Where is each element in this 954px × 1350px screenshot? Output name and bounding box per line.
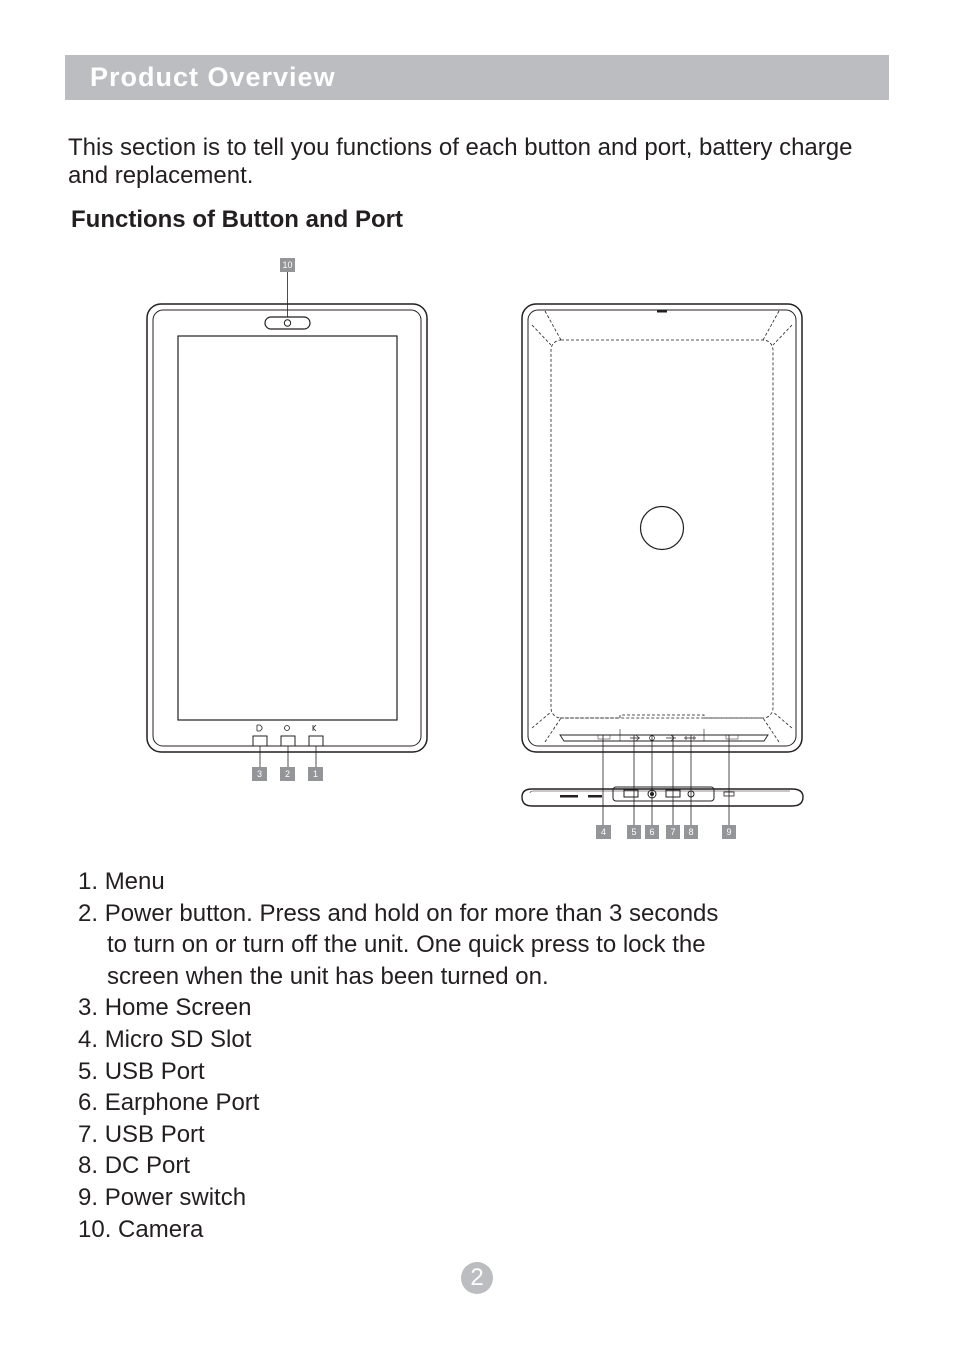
intro-paragraph: This section is to tell you functions of…	[68, 134, 853, 189]
list-item-continuation: to turn on or turn off the unit. One qui…	[107, 931, 706, 959]
tablet-back-view	[521, 303, 804, 825]
tablet-diagram: 10 3 2 1	[146, 258, 804, 839]
back-callout-5: 5	[627, 825, 641, 839]
svg-text:2: 2	[285, 769, 290, 779]
back-callout-7: 7	[666, 825, 680, 839]
list-item: 1. Menu	[78, 868, 165, 895]
list-item: 2. Power button. Press and hold on for m…	[78, 898, 718, 993]
svg-text:4: 4	[601, 827, 606, 837]
svg-text:10: 10	[282, 260, 292, 270]
front-callout-3: 3	[252, 767, 267, 781]
page-number-badge: 2	[461, 1262, 493, 1294]
front-callout-1: 1	[308, 767, 323, 781]
list-item: 9. Power switch	[78, 1183, 247, 1211]
list-item: 5. USB Port	[78, 1057, 205, 1085]
list-item: 4. Micro SD Slot	[78, 1025, 252, 1053]
list-item: 10. Camera	[78, 1215, 204, 1243]
front-callout-10: 10	[280, 258, 295, 272]
back-callout-4: 4	[596, 825, 611, 839]
svg-text:7: 7	[670, 827, 675, 837]
back-callout-8: 8	[684, 825, 698, 839]
svg-text:8: 8	[688, 827, 693, 837]
back-callout-9: 9	[722, 825, 736, 839]
svg-text:9: 9	[726, 827, 731, 837]
list-item: 7. USB Port	[78, 1120, 205, 1148]
page-title: Product Overview	[90, 62, 336, 92]
section-heading: Functions of Button and Port	[71, 206, 403, 233]
list-item: 3. Home Screen	[78, 994, 252, 1022]
feature-list: 1. Menu 2. Power button. Press and hold …	[78, 866, 718, 1245]
list-item-continuation: screen when the unit has been turned on.	[107, 962, 549, 990]
list-item: 6. Earphone Port	[78, 1089, 260, 1117]
svg-text:6: 6	[649, 827, 654, 837]
tablet-front-view	[146, 272, 428, 767]
list-item: 8. DC Port	[78, 1152, 191, 1180]
section-header-bar: Product Overview	[65, 55, 889, 100]
svg-text:3: 3	[257, 769, 262, 779]
svg-text:5: 5	[631, 827, 636, 837]
back-callout-6: 6	[645, 825, 659, 839]
front-callout-2: 2	[280, 767, 295, 781]
svg-text:1: 1	[313, 769, 318, 779]
